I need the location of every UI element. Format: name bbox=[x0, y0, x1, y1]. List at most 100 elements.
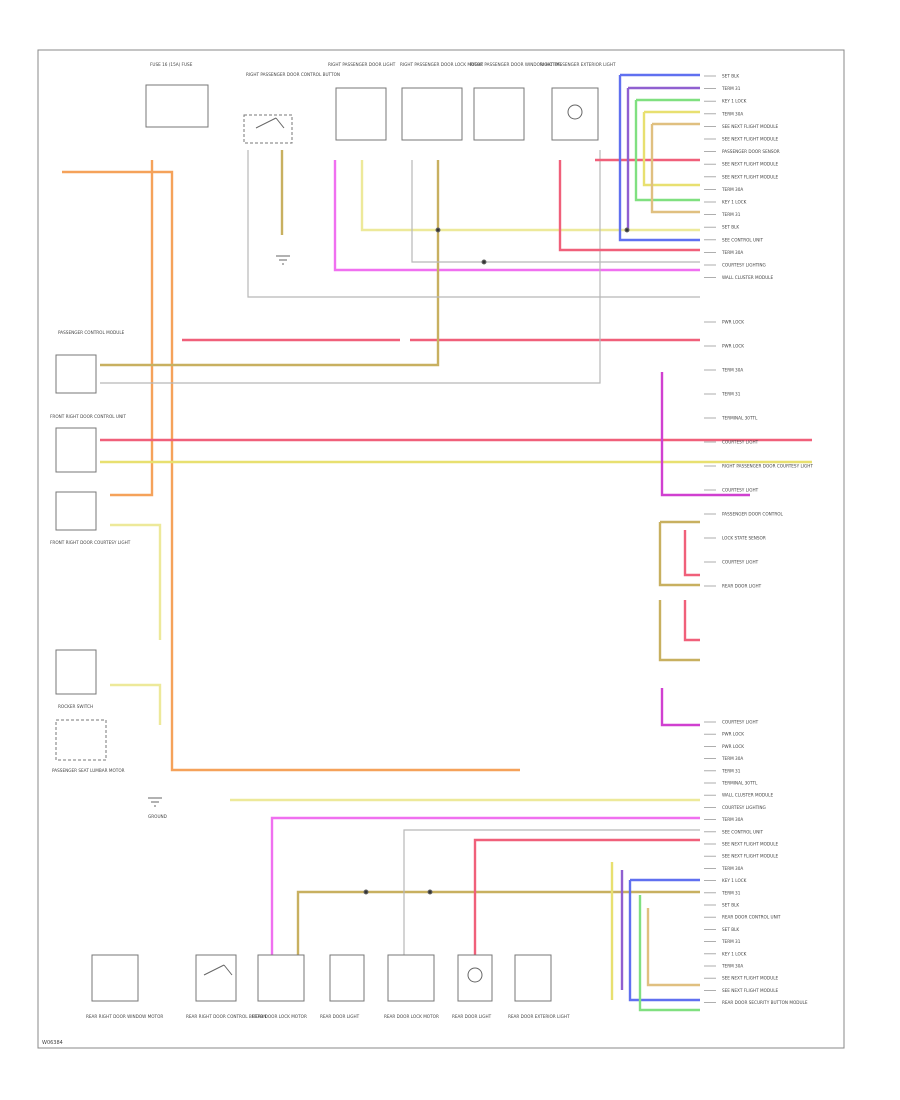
terminal-label: SEE CONTROL UNIT bbox=[722, 829, 763, 834]
terminal-label: SET BLK bbox=[722, 74, 739, 79]
label-bottom-5: REAR DOOR LOCK MOTOR bbox=[384, 1014, 439, 1019]
rear-window-motor-box bbox=[91, 954, 139, 1002]
door-window-motor-top bbox=[473, 87, 525, 141]
component-group bbox=[55, 84, 599, 1002]
label-top-6: RIGHT PASSENGER EXTERIOR LIGHT bbox=[540, 62, 616, 67]
terminal-label: KEY 1 LOCK bbox=[722, 878, 747, 883]
wire-orange-branch bbox=[110, 160, 154, 497]
terminal-label: RIGHT PASSENGER DOOR COURTESY LIGHT bbox=[722, 464, 813, 469]
label-top-3: RIGHT PASSENGER DOOR LIGHT bbox=[328, 62, 396, 67]
terminal-label: WALL CLUSTER MODULE bbox=[722, 275, 774, 280]
connector-dot-4 bbox=[363, 889, 369, 895]
terminal-label: KEY 1 LOCK bbox=[722, 200, 747, 205]
terminal-label: SEE NEXT FLIGHT MODULE bbox=[722, 137, 779, 142]
terminal-label: SEE NEXT FLIGHT MODULE bbox=[722, 988, 779, 993]
label-left-5: PASSENGER SEAT LUMBAR MOTOR bbox=[52, 768, 125, 773]
rear-control-button-box bbox=[195, 954, 237, 1002]
terminal-label: TERM 31 bbox=[721, 392, 741, 397]
switch-symbol-rear bbox=[203, 964, 233, 976]
terminal-label: TERM 31 bbox=[721, 86, 741, 91]
wire-tan-bot bbox=[646, 908, 700, 987]
terminal-label: COURTESY LIGHT bbox=[722, 440, 759, 445]
terminal-label: PASSENGER DOOR CONTROL bbox=[722, 512, 784, 517]
wire-magenta-right-1 bbox=[660, 372, 750, 497]
lamp-symbol-top bbox=[567, 104, 583, 120]
terminal-label: TERM 31 bbox=[721, 890, 741, 895]
label-left-4: ROCKER SWITCH bbox=[58, 704, 93, 709]
terminal-label: KEY 1 LOCK bbox=[722, 99, 747, 104]
symbol-group bbox=[148, 104, 630, 983]
rocker-switch-box bbox=[55, 649, 97, 695]
wire-red-right bbox=[558, 158, 700, 252]
door-lock-motor-top bbox=[401, 87, 463, 141]
wire-lightyellow-1 bbox=[360, 160, 700, 232]
terminal-label: SEE NEXT FLIGHT MODULE bbox=[722, 162, 779, 167]
label-bottom-1: REAR RIGHT DOOR WINDOW MOTOR bbox=[86, 1014, 163, 1019]
label-top-2: RIGHT PASSENGER DOOR CONTROL BUTTON bbox=[246, 72, 340, 77]
right-terminal-block: SET BLK TERM 31 KEY 1 LOCK TERM 30A SEE NEXT… bbox=[704, 74, 813, 1005]
wire-lightyellow-3 bbox=[110, 683, 162, 725]
wire-yellow-top bbox=[642, 110, 700, 187]
terminal-label: TERMINAL 30TTL bbox=[721, 416, 758, 421]
terminal-label: REAR DOOR LIGHT bbox=[722, 584, 762, 589]
terminal-label: TERM 30A bbox=[721, 817, 743, 822]
terminal-label: PWR LOCK bbox=[722, 732, 744, 737]
label-left-2: FRONT RIGHT DOOR CONTROL UNIT bbox=[50, 414, 126, 419]
terminal-label: SEE NEXT FLIGHT MODULE bbox=[722, 124, 779, 129]
wire-olive-mid-1 bbox=[658, 520, 700, 587]
terminal-label: LOCK STATE SENSOR bbox=[722, 536, 766, 541]
wire-gray-1 bbox=[247, 150, 700, 298]
ground-symbol-1 bbox=[276, 255, 290, 265]
terminal-label: TERM 30A bbox=[721, 187, 743, 192]
label-left-3: FRONT RIGHT DOOR COURTESY LIGHT bbox=[50, 540, 131, 545]
terminal-label: SEE NEXT FLIGHT MODULE bbox=[722, 854, 779, 859]
terminal-label: TERM 31 bbox=[721, 212, 741, 217]
terminal-label: TERM 30A bbox=[721, 756, 743, 761]
rear-door-light-box-1 bbox=[329, 954, 365, 1002]
terminal-label: TERM 30A bbox=[721, 866, 743, 871]
wire-group bbox=[62, 73, 812, 1012]
label-left-1: PASSENGER CONTROL MODULE bbox=[58, 330, 125, 335]
rear-lock-motor-box-2 bbox=[387, 954, 435, 1002]
wire-tan-top bbox=[650, 122, 700, 214]
terminal-label: SET BLK bbox=[722, 927, 739, 932]
terminal-label: WALL CLUSTER MODULE bbox=[722, 793, 774, 798]
terminal-label: PWR LOCK bbox=[722, 744, 744, 749]
terminal-label: COURTESY LIGHT bbox=[722, 560, 759, 565]
label-bottom-7: REAR DOOR EXTERIOR LIGHT bbox=[508, 1014, 570, 1019]
wire-blue-bot bbox=[628, 878, 700, 1002]
exterior-light-top bbox=[551, 87, 599, 141]
label-top-4: RIGHT PASSENGER DOOR LOCK MOTOR bbox=[400, 62, 483, 67]
footer-code: W06384 bbox=[42, 1040, 63, 1046]
fuse-box bbox=[145, 84, 209, 128]
label-bottom-6: REAR DOOR LIGHT bbox=[452, 1014, 492, 1019]
connector-dot-2 bbox=[481, 259, 487, 265]
label-top-5: RIGHT PASSENGER DOOR WINDOW MOTOR bbox=[470, 62, 561, 67]
terminal-label: COURTESY LIGHTING bbox=[722, 805, 766, 810]
terminal-label: TERM 30A bbox=[721, 250, 743, 255]
wire-lightyellow-2 bbox=[110, 523, 162, 640]
terminal-label: KEY 1 LOCK bbox=[722, 951, 747, 956]
wire-green-top bbox=[634, 98, 700, 202]
courtesy-light-left-box bbox=[55, 491, 97, 531]
wire-red-mid bbox=[683, 530, 700, 642]
terminal-label: PWR LOCK bbox=[722, 344, 744, 349]
terminal-label: TERM 30A bbox=[721, 964, 743, 969]
wire-gray-4 bbox=[403, 829, 700, 990]
switch-symbol-top bbox=[255, 117, 285, 129]
wire-orange-feed bbox=[62, 170, 520, 772]
terminal-label: TERMINAL 30TTL bbox=[721, 781, 758, 786]
wire-purple-top bbox=[626, 86, 700, 230]
wire-gray-2 bbox=[100, 150, 601, 384]
terminal-label: TERM 30A bbox=[721, 368, 743, 373]
terminal-label: REAR DOOR SECURITY BUTTON MODULE bbox=[722, 1000, 808, 1005]
wire-olive-1 bbox=[100, 160, 440, 367]
control-button-top bbox=[243, 114, 293, 144]
front-right-door-unit-box bbox=[55, 427, 97, 473]
connector-dot-3 bbox=[624, 227, 630, 233]
label-bottom-4: REAR DOOR LIGHT bbox=[320, 1014, 360, 1019]
ground-symbol-2 bbox=[148, 797, 162, 807]
terminal-label: TERM 30A bbox=[721, 111, 743, 116]
terminal-label: SET BLK bbox=[722, 903, 739, 908]
